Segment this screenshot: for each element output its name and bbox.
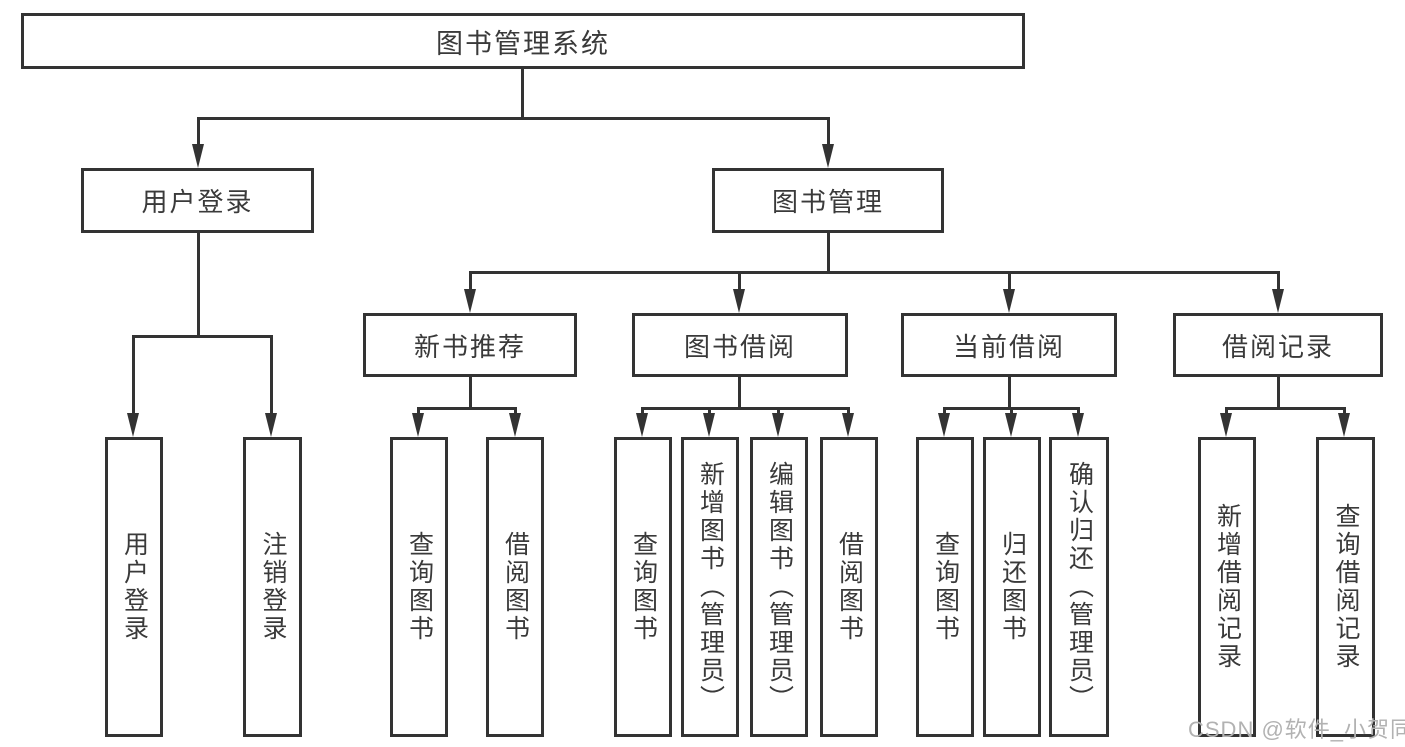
leaf-confirm-return-admin: 确认归还（管理员） [1049,437,1109,737]
leaf-user-login: 用户登录 [105,437,163,737]
leaf-return-books: 归还图书 [983,437,1041,737]
leaf-logout: 注销登录 [243,437,302,737]
node-new-book-recommend: 新书推荐 [363,313,577,377]
connector-drop-book-mgmt [827,117,830,149]
connector-drop-leaf-login [132,335,135,417]
connector-login-stem [197,233,200,338]
arrow-down-icon [1005,413,1017,437]
connector-drop-leaf-logout [270,335,273,417]
node-user-login-module: 用户登录 [81,168,314,233]
connector-drop-user-login [197,117,200,149]
arrow-down-icon [772,413,784,437]
node-book-borrow: 图书借阅 [632,313,848,377]
leaf-borrow-books-recommend: 借阅图书 [486,437,544,737]
leaf-query-books-recommend: 查询图书 [390,437,448,737]
arrow-down-icon [842,413,854,437]
node-borrow-record: 借阅记录 [1173,313,1383,377]
node-book-management-module: 图书管理 [712,168,944,233]
connector-drop-new-book [469,271,472,293]
leaf-query-books-current: 查询图书 [916,437,974,737]
arrow-down-icon [127,413,139,437]
connector-record-stem [1277,377,1280,410]
arrow-down-icon [1272,289,1284,313]
arrow-down-icon [938,413,950,437]
arrow-down-icon [733,289,745,313]
leaf-add-books-admin: 新增图书（管理员） [681,437,739,737]
connector-borrow-stem [738,377,741,410]
connector-root-bar [197,117,830,120]
node-root-system: 图书管理系统 [21,13,1025,69]
leaf-query-books-borrow: 查询图书 [614,437,672,737]
leaf-edit-books-admin: 编辑图书（管理员） [750,437,808,737]
leaf-query-borrow-record: 查询借阅记录 [1316,437,1375,737]
leaf-borrow-books: 借阅图书 [820,437,878,737]
connector-newbook-stem [469,377,472,410]
connector-mgmt-stem [827,233,830,274]
connector-drop-borrow-record [1277,271,1280,293]
connector-current-stem [1008,377,1011,410]
connector-root-stem [521,69,524,117]
arrow-down-icon [822,144,834,168]
connector-drop-book-borrow [738,271,741,293]
arrow-down-icon [1072,413,1084,437]
arrow-down-icon [509,413,521,437]
arrow-down-icon [265,413,277,437]
arrow-down-icon [412,413,424,437]
arrow-down-icon [192,144,204,168]
connector-newbook-bar [417,407,517,410]
connector-drop-current-borrow [1008,271,1011,293]
connector-login-bar [132,335,272,338]
arrow-down-icon [1003,289,1015,313]
csdn-watermark: CSDN @软件_小贺同学 [1188,717,1405,742]
connector-record-bar [1225,407,1346,410]
arrow-down-icon [703,413,715,437]
arrow-down-icon [1338,413,1350,437]
node-current-borrow: 当前借阅 [901,313,1117,377]
arrow-down-icon [636,413,648,437]
arrow-down-icon [464,289,476,313]
connector-borrow-bar [641,407,850,410]
arrow-down-icon [1220,413,1232,437]
connector-mgmt-bar [469,271,1280,274]
leaf-add-borrow-record: 新增借阅记录 [1198,437,1256,737]
